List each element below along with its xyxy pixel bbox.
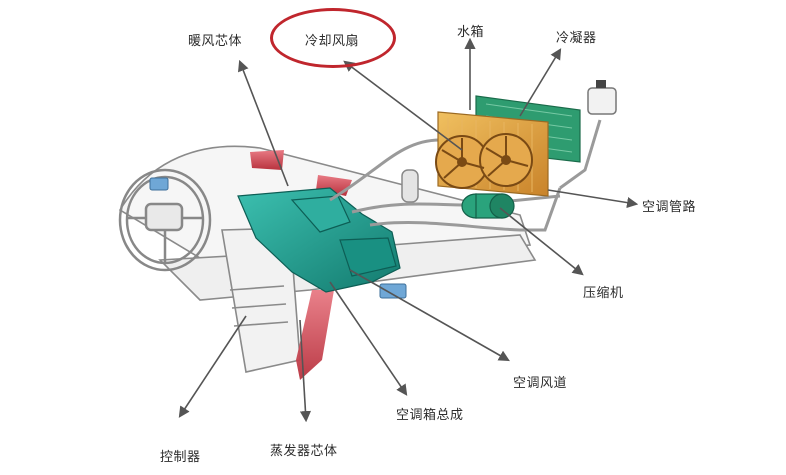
highlight-ring [270, 8, 396, 68]
hvac-module [237, 187, 401, 293]
label-water-tank: 水箱 [457, 25, 485, 40]
label-ac-duct: 空调风道 [513, 376, 568, 391]
callout-arrows [178, 37, 639, 423]
receiver-drier [401, 169, 419, 203]
coolant-reservoir [587, 80, 617, 115]
cooling-fans [435, 133, 533, 189]
label-cooling-fan: 冷却风扇 [305, 34, 360, 49]
label-evaporator-core: 蒸发器芯体 [270, 444, 338, 459]
label-hvac-box: 空调箱总成 [396, 408, 464, 423]
ac-piping [329, 119, 602, 232]
label-condenser: 冷凝器 [556, 31, 597, 46]
floor-duct [296, 290, 334, 380]
label-ac-pipes: 空调管路 [642, 200, 697, 215]
label-heater-core: 暖风芯体 [188, 34, 243, 49]
label-controller: 控制器 [160, 450, 201, 465]
steering-wheel [118, 168, 212, 272]
compressor-unit [461, 193, 515, 219]
label-compressor: 压缩机 [583, 286, 624, 301]
